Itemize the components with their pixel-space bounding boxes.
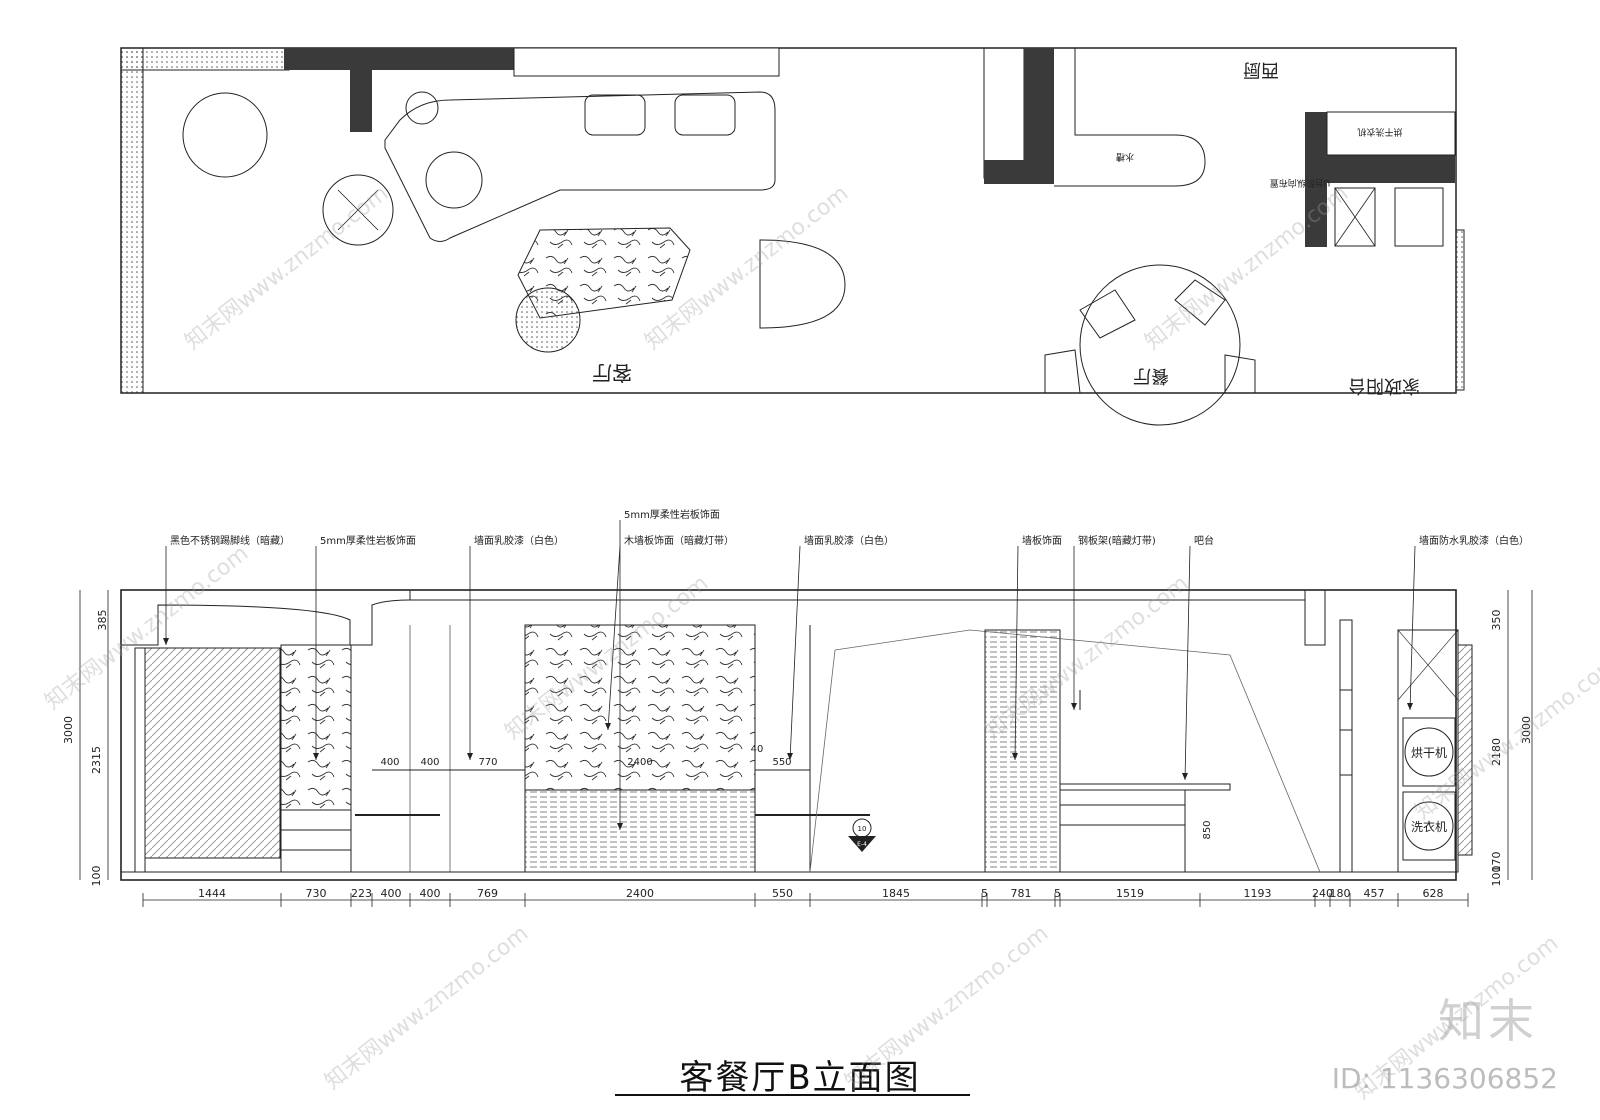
callouts: 黑色不锈钢踢脚线（暗藏）5mm厚柔性岩板饰面墙面乳胶漆（白色）5mm厚柔性岩板饰… [163, 508, 1529, 830]
section-marker-bottom: E-4 [857, 841, 867, 848]
elevation: 烘干机 洗衣机 10 E-4 [120, 589, 1473, 881]
callout: 5mm厚柔性岩板饰面 [617, 508, 720, 830]
dimension-label: 550 [772, 887, 793, 900]
dimension-label: 3000 [1520, 716, 1533, 744]
dimension-label: 400 [420, 887, 441, 900]
floor-plan: 客厅 餐厅 西厨 家政阳台 [120, 47, 1465, 426]
callout-label: 5mm厚柔性岩板饰面 [624, 508, 720, 521]
callout-label: 5mm厚柔性岩板饰面 [320, 534, 416, 547]
dimension-label: 769 [477, 887, 498, 900]
dimension-label: 2400 [626, 887, 654, 900]
callout: 墙面乳胶漆（白色） [787, 534, 894, 761]
dimension-label: 2400 [627, 757, 652, 768]
dimension-label: 850 [1202, 820, 1213, 839]
dimension-label: 2315 [90, 746, 103, 774]
appliance-washer: 洗衣机 [1411, 819, 1447, 834]
image-id: ID: 1136306852 [1331, 1062, 1558, 1095]
dimension-label: 457 [1364, 887, 1385, 900]
dimension-label: 40 [751, 744, 764, 755]
callout-label: 木墙板饰面（暗藏灯带） [624, 534, 734, 547]
dimension-label: 1845 [882, 887, 910, 900]
dimension-label: 223 [351, 887, 372, 900]
dimension-label: 770 [478, 757, 497, 768]
dimension-label: 2180 [1490, 738, 1503, 766]
room-label-dining: 餐厅 [1133, 365, 1169, 386]
title-underline [615, 1094, 970, 1096]
room-label-balcony: 家政阳台 [1348, 375, 1420, 396]
dimension-label: 400 [420, 757, 439, 768]
callout: 墙面防水乳胶漆（白色） [1407, 534, 1529, 711]
callout-label: 墙板饰面 [1022, 534, 1062, 547]
dimension-label: 350 [1490, 610, 1503, 631]
dimension-label: 400 [381, 887, 402, 900]
callout: 吧台 [1182, 534, 1214, 781]
callout-label: 黑色不锈钢踢脚线（暗藏） [170, 534, 290, 547]
dimension-label: 1519 [1116, 887, 1144, 900]
dimension-label: 730 [306, 887, 327, 900]
section-marker-top: 10 [858, 825, 867, 833]
plan-note: 水槽 [1116, 151, 1134, 163]
dimension-label: 1193 [1244, 887, 1272, 900]
dimensions: 1444 730 223 400 400 769 2400 550 1845 5 781 5 1519 1… [62, 126, 1533, 907]
callout: 木墙板饰面（暗藏灯带） [605, 534, 734, 731]
callout-label: 吧台 [1194, 534, 1214, 547]
callout-label: 墙面乳胶漆（白色） [804, 534, 894, 547]
appliance-dryer: 烘干机 [1411, 746, 1447, 760]
dimension-label: 5 [1054, 887, 1061, 900]
dimension-label: 100 [90, 866, 103, 887]
room-label-living: 客厅 [592, 361, 632, 385]
callout-label: 墙面乳胶漆（白色） [474, 534, 564, 547]
dimension-label: 100 [1490, 866, 1503, 887]
plan-note: U台阶纵向布置 [1270, 177, 1331, 189]
callout: 钢板架(暗藏灯带) [1071, 534, 1156, 710]
dimension-label: 385 [96, 610, 109, 631]
dimension-label: 1444 [198, 887, 226, 900]
callout: 墙板饰面 [1012, 534, 1062, 761]
dimension-label: 3000 [62, 716, 75, 744]
dimension-label: 240 [1312, 887, 1333, 900]
dimension-label: 550 [772, 757, 791, 768]
brand-logo: 知末 [1438, 994, 1538, 1048]
dimension-label: 180 [1330, 887, 1351, 900]
dimension-label: 628 [1423, 887, 1444, 900]
plan-note: 烘干洗衣机 [1357, 126, 1402, 138]
callout: 墙面乳胶漆（白色） [467, 534, 564, 760]
callout-label: 钢板架(暗藏灯带) [1078, 534, 1156, 547]
room-label-western-kitchen: 西厨 [1243, 59, 1279, 80]
drawing-title: 客餐厅B立面图 [679, 1058, 921, 1098]
dimension-label: 5 [981, 887, 988, 900]
callout: 5mm厚柔性岩板饰面 [313, 534, 416, 760]
dimension-label: 400 [380, 757, 399, 768]
dimension-label: 781 [1011, 887, 1032, 900]
callout: 黑色不锈钢踢脚线（暗藏） [163, 534, 290, 645]
callout-label: 墙面防水乳胶漆（白色） [1419, 534, 1529, 547]
dimension-label: 170 [1490, 852, 1503, 873]
